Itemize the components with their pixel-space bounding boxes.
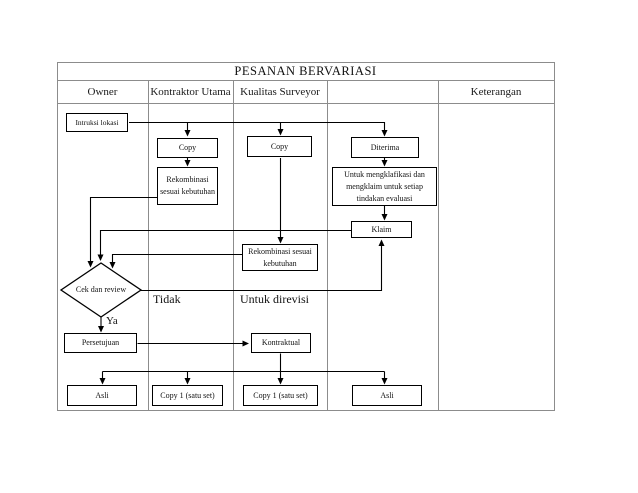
node-rekombinasi-surveyor: Rekombinasi sesuai kebutuhan — [242, 244, 318, 271]
node-asli-keterangan: Asli — [352, 385, 422, 406]
edge-label-tidak: Tidak — [153, 292, 181, 306]
node-copy-kontraktor: Copy — [157, 138, 218, 158]
edge-label-untuk-direvisi: Untuk direvisi — [240, 292, 309, 306]
node-rekombinasi-kontraktor: Rekombinasi sesuai kebutuhan — [157, 167, 218, 205]
column-header-empty — [327, 80, 438, 103]
node-diterima: Diterima — [351, 137, 419, 158]
connector-rekombinasi-surveyor-to-cek — [109, 253, 242, 269]
node-asli-owner: Asli — [67, 385, 137, 406]
connector-intruksi-to-diterima — [129, 121, 388, 137]
connector-klaim-to-cek — [97, 229, 351, 261]
page-title: PESANAN BERVARIASI — [234, 63, 377, 78]
column-header-kontraktor-utama: Kontraktor Utama — [150, 85, 231, 98]
connector-rekombinasi-kontraktor-to-cek — [87, 196, 157, 268]
node-copy1-surveyor: Copy 1 (satu set) — [243, 385, 318, 406]
column-header-keterangan: Keterangan — [470, 85, 522, 98]
table-outer-border — [57, 62, 555, 411]
connector-distribution-line — [102, 353, 385, 373]
node-copy-surveyor: Copy — [247, 136, 312, 157]
edge-label-ya: Ya — [106, 315, 118, 327]
node-cek-dan-review-label: Cek dan review — [75, 285, 127, 294]
swimlane-grid — [57, 62, 555, 411]
node-intruksi-lokasi: Intruksi lokasi — [66, 113, 128, 132]
node-untuk-mengklafikasi: Untuk mengklafikasi dan mengklaim untuk … — [332, 167, 437, 206]
connector-cek-tidak-to-klaim — [141, 239, 385, 292]
column-header-kualitas-surveyor: Kualitas Surveyor — [240, 85, 320, 98]
column-header-owner: Owner — [87, 85, 118, 98]
node-kontraktual: Kontraktual — [251, 333, 311, 353]
decision-cek-dan-review-shape — [59, 262, 143, 318]
node-klaim: Klaim — [351, 221, 412, 238]
node-copy1-kontraktor: Copy 1 (satu set) — [152, 385, 223, 406]
node-persetujuan: Persetujuan — [64, 333, 137, 353]
